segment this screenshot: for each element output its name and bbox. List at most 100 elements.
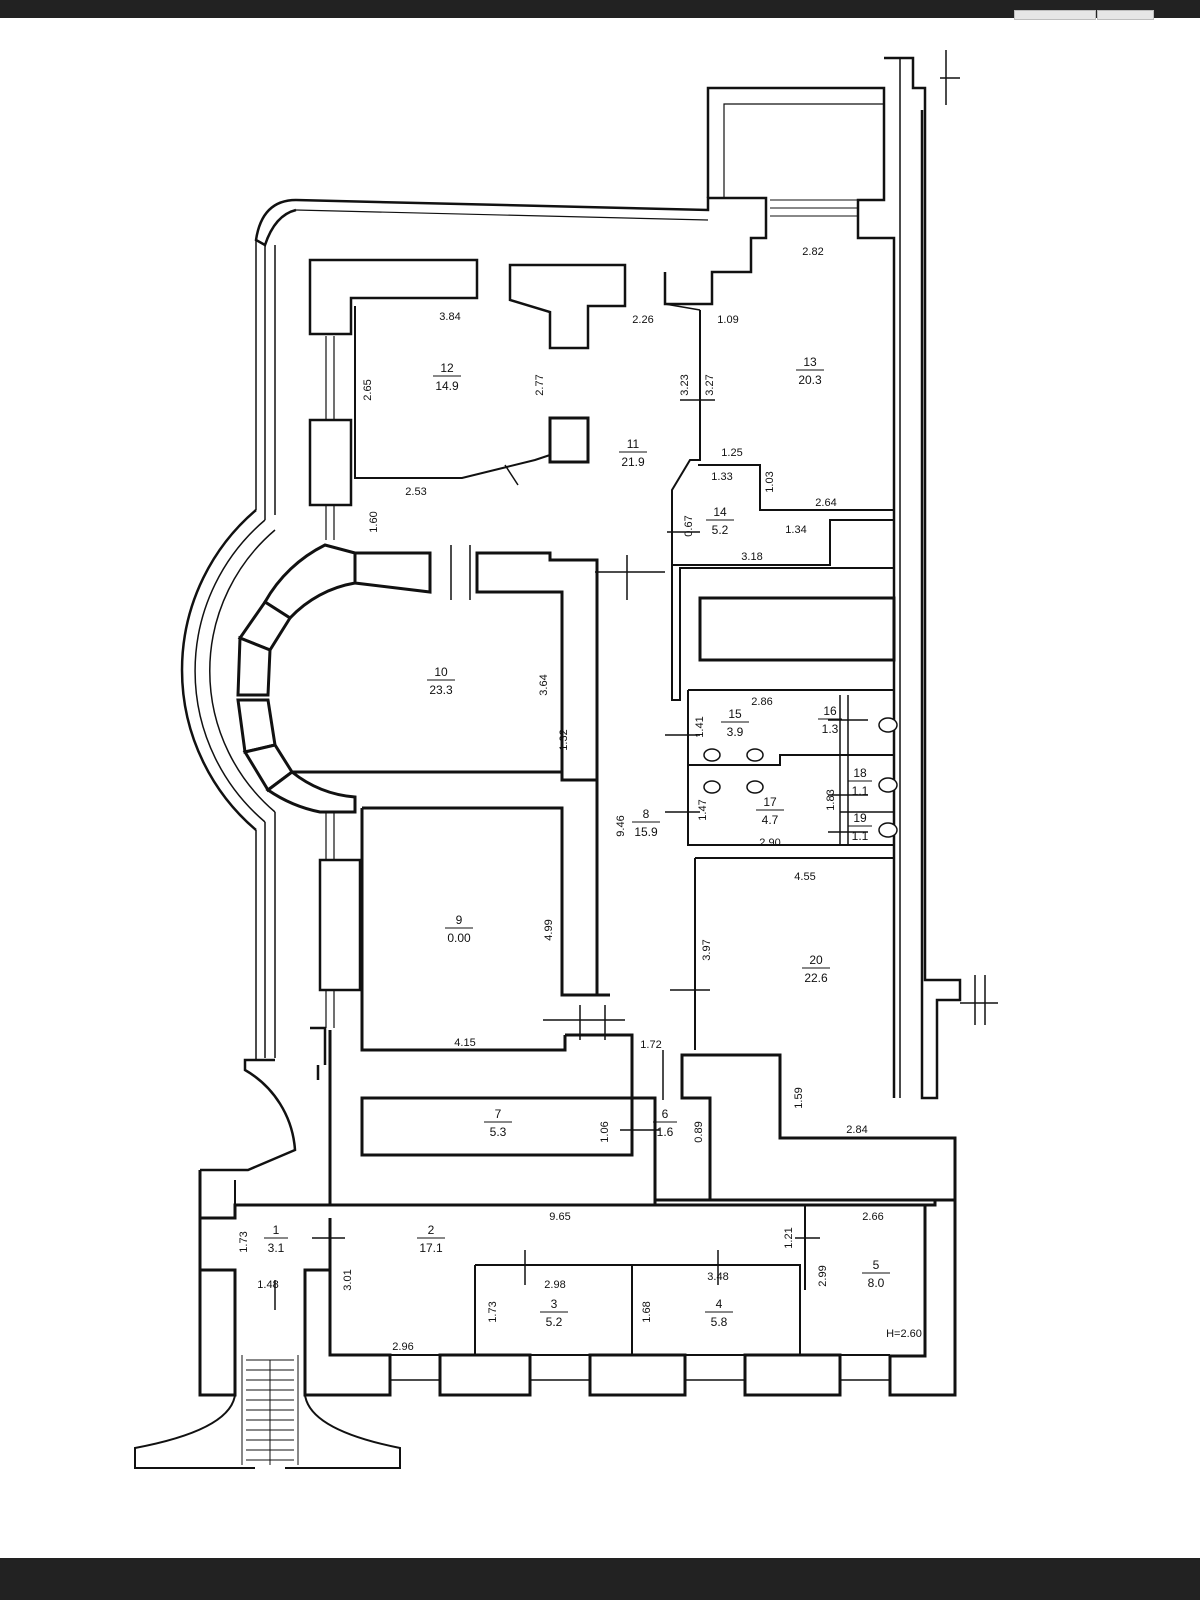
room-area: 1.3: [822, 722, 839, 736]
room-number: 11: [627, 437, 640, 451]
room-area: 14.9: [435, 379, 459, 393]
bottom-walls: [134, 1058, 957, 1469]
room-number: 15: [728, 707, 742, 721]
room-label-8: 815.9: [632, 807, 660, 839]
dimension: 1.83: [825, 789, 837, 810]
dimension: 1.21: [783, 1227, 795, 1248]
dimension: 1.73: [238, 1231, 250, 1252]
room-label-16: 161.3: [818, 704, 842, 736]
dimension: 9.65: [549, 1211, 570, 1223]
dimension: 2.66: [862, 1211, 883, 1223]
dimension: 2.65: [362, 379, 374, 400]
dimension: 1.59: [793, 1087, 805, 1108]
ceiling-height-note: H=2.60: [886, 1328, 922, 1340]
room-number: 14: [713, 505, 727, 519]
dimension: 1.68: [641, 1301, 653, 1322]
window-bottom-bar: [0, 1558, 1200, 1600]
dimension: 1.33: [711, 471, 732, 483]
dimension: 1.34: [785, 524, 806, 536]
room-area: 17.1: [419, 1241, 443, 1255]
inner-walls: [328, 303, 957, 1207]
dimension: 3.64: [538, 674, 550, 695]
dimension: 1.32: [558, 729, 570, 750]
room-label-13: 13 20.3: [796, 355, 824, 387]
room-area: 3.1: [268, 1241, 285, 1255]
dimension: 2.77: [534, 374, 546, 395]
room-number: 9: [456, 913, 463, 927]
room-area: 5.2: [712, 523, 729, 537]
room-area: 22.6: [804, 971, 828, 985]
room-number: 1: [273, 1223, 280, 1237]
dimension: 3.48: [707, 1271, 728, 1283]
room-number: 8: [643, 807, 650, 821]
door-markers: [274, 50, 998, 1310]
dimension: 2.86: [751, 696, 772, 708]
room-area: 3.9: [727, 725, 744, 739]
room-label-2: 217.1: [417, 1223, 445, 1255]
room-label-14: 145.2: [706, 505, 734, 537]
room-label-11: 11 21.9: [619, 437, 647, 469]
room-area: 4.7: [762, 813, 779, 827]
room-number: 4: [716, 1297, 723, 1311]
room-number: 19: [853, 811, 867, 825]
room-number: 10: [434, 665, 448, 679]
room-area: 23.3: [429, 683, 453, 697]
dimension: 4.99: [543, 919, 555, 940]
room-label-6: 61.6: [653, 1107, 677, 1139]
room-number: 16: [823, 704, 837, 718]
room-area: 1.6: [657, 1125, 674, 1139]
dimension: 9.46: [615, 815, 627, 836]
room-number: 5: [873, 1258, 880, 1272]
room-number: 13: [803, 355, 817, 369]
dimension: 1.72: [640, 1039, 661, 1051]
dimension: 3.84: [439, 311, 460, 323]
dimension: 0.67: [683, 515, 695, 536]
dimension: 3.27: [704, 374, 716, 395]
dimension: 1.41: [694, 716, 706, 737]
room-area: 8.0: [868, 1276, 885, 1290]
dimension: 3.01: [342, 1269, 354, 1290]
room-area: 1.1: [852, 829, 869, 843]
toolbar-button-1[interactable]: [1014, 10, 1096, 20]
room-area: 1.1: [852, 784, 869, 798]
dimension: 2.53: [405, 486, 426, 498]
room-area: 5.3: [490, 1125, 507, 1139]
dimension: 2.64: [815, 497, 836, 509]
room-label-15: 153.9: [721, 707, 749, 739]
toolbar-button-2[interactable]: [1097, 10, 1154, 20]
room-label-20: 20 22.6: [802, 953, 830, 985]
dimension: 1.06: [599, 1121, 611, 1142]
toilet-fixtures: [703, 717, 898, 838]
dimension: 3.23: [679, 374, 691, 395]
dimension: 4.15: [454, 1037, 475, 1049]
room-area: 0.00: [447, 931, 471, 945]
room-number: 17: [763, 795, 777, 809]
dimension: 1.25: [721, 447, 742, 459]
room-number: 18: [853, 766, 867, 780]
room-label-17: 174.7: [756, 795, 784, 827]
dimension: 2.96: [392, 1341, 413, 1353]
dimension: 0.89: [693, 1121, 705, 1142]
room-label-9: 90.00: [445, 913, 473, 945]
room-label-18: 181.1: [848, 766, 872, 798]
dimension: 1.03: [764, 471, 776, 492]
room-label-4: 45.8: [705, 1297, 733, 1329]
room-number: 2: [428, 1223, 435, 1237]
room-area: 21.9: [621, 455, 645, 469]
dimension: 1.09: [717, 314, 738, 326]
room-label-3: 35.2: [540, 1297, 568, 1329]
dimension: 3.18: [741, 551, 762, 563]
room-area: 5.8: [711, 1315, 728, 1329]
room-number: 6: [662, 1107, 669, 1121]
dimension: 2.99: [817, 1265, 829, 1286]
room-area: 15.9: [634, 825, 658, 839]
room-label-1: 13.1: [264, 1223, 288, 1255]
room-number: 12: [440, 361, 454, 375]
room-number: 20: [809, 953, 823, 967]
room-area: 20.3: [798, 373, 822, 387]
room-label-12: 12 14.9: [433, 361, 461, 393]
room-number: 3: [551, 1297, 558, 1311]
dimension: 2.26: [632, 314, 653, 326]
window-top-bar: [0, 0, 1200, 20]
